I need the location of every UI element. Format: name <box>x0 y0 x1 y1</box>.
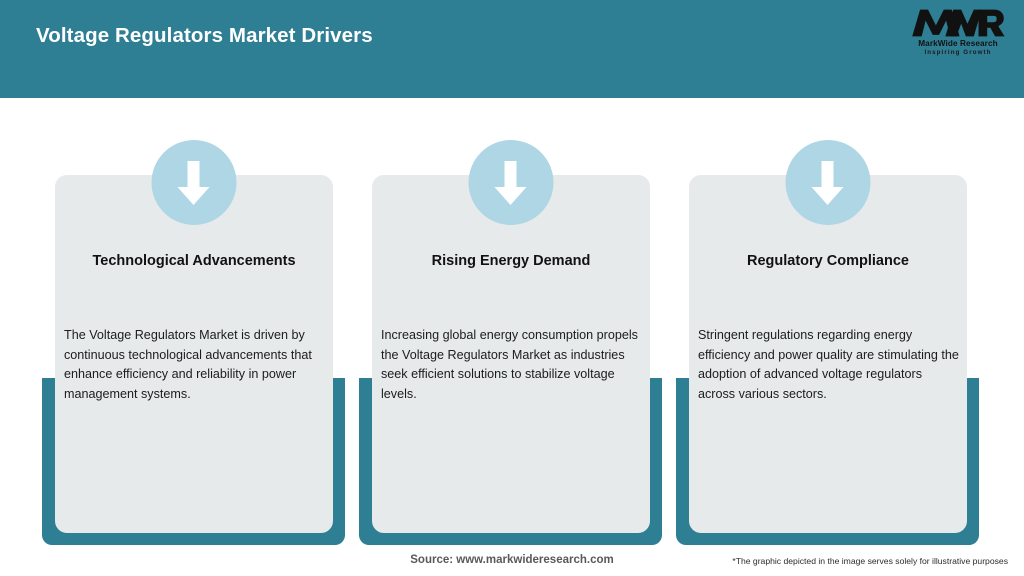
driver-card[interactable]: Regulatory Compliance Stringent regulati… <box>676 140 979 545</box>
logo-company-name: MarkWide Research <box>918 39 998 48</box>
driver-card[interactable]: Technological Advancements The Voltage R… <box>42 140 345 545</box>
card-title: Technological Advancements <box>92 253 296 269</box>
down-arrow-glyph <box>811 160 844 205</box>
card-body: Increasing global energy consumption pro… <box>381 328 638 401</box>
down-arrow-icon <box>468 140 553 225</box>
card-panel <box>372 175 650 533</box>
mwr-logo-icon <box>912 9 1005 37</box>
card-title: Regulatory Compliance <box>747 253 909 269</box>
card-panel <box>55 175 333 533</box>
source-label: Source: www.markwideresearch.com <box>410 554 614 566</box>
down-arrow-glyph <box>177 160 210 205</box>
card-body: Stringent regulations regarding energy e… <box>698 328 959 401</box>
card-title: Rising Energy Demand <box>431 253 591 269</box>
logo-tagline: Inspiring Growth <box>924 49 992 56</box>
down-arrow-icon <box>785 140 870 225</box>
card-panel <box>689 175 967 533</box>
page-title: Voltage Regulators Market Drivers <box>36 24 373 47</box>
down-arrow-icon <box>151 140 236 225</box>
brand-logo: MarkWide Research Inspiring Growth <box>910 8 1006 64</box>
disclaimer-label: *The graphic depicted in the image serve… <box>732 556 1008 566</box>
driver-card[interactable]: Rising Energy Demand Increasing global e… <box>359 140 662 545</box>
header-bar: Voltage Regulators Market Drivers MarkWi… <box>0 0 1024 98</box>
card-body: The Voltage Regulators Market is driven … <box>64 328 312 401</box>
down-arrow-glyph <box>494 160 527 205</box>
